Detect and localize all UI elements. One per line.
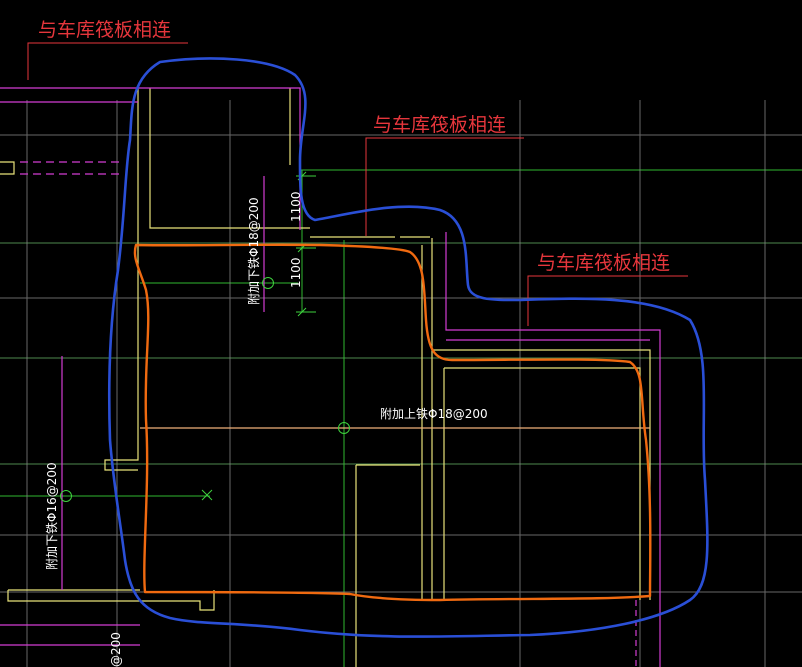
note-garage-connect-2: 与车库筏板相连 [373, 114, 506, 136]
note-garage-connect-1: 与车库筏板相连 [38, 19, 171, 41]
dim-1100-upper: 1100 [289, 191, 303, 222]
section-markers [60, 277, 350, 502]
grey-grid-lines [0, 100, 802, 667]
note-garage-connect-3: 与车库筏板相连 [537, 252, 670, 274]
note-rebar-top: 附加上铁Φ18@200 [380, 407, 488, 421]
note-rebar-bottom-2: 附加下铁Φ16@200 [45, 462, 59, 570]
dim-1100-lower: 1100 [289, 257, 303, 288]
red-leader-lines [27, 42, 688, 326]
blue-markup-outline [107, 57, 709, 638]
orange-markup-outline [133, 243, 652, 602]
note-rebar-bottom-3: @200 [109, 632, 123, 667]
magenta-outlines [0, 87, 661, 667]
green-grid-lines [0, 169, 802, 667]
note-rebar-bottom-1: 附加下铁Φ18@200 [247, 197, 261, 305]
yellow-wall-outlines [0, 88, 651, 667]
